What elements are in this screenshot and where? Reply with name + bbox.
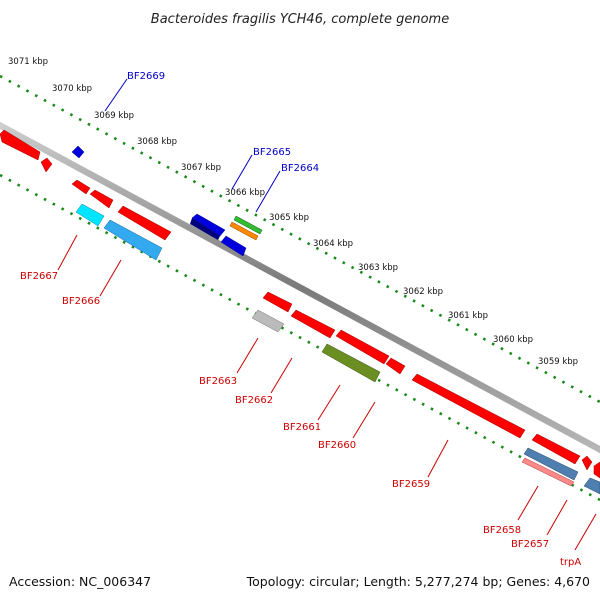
features-upper-strand bbox=[71, 145, 263, 241]
gene-feature[interactable] bbox=[191, 213, 226, 237]
gene-feature[interactable] bbox=[411, 373, 526, 439]
gene-feature[interactable] bbox=[229, 221, 259, 241]
gene-label-bf2659[interactable]: BF2659 bbox=[392, 479, 430, 490]
inner-scale-track bbox=[0, 173, 600, 502]
kbp-label: 3067 kbp bbox=[181, 163, 221, 173]
gene-feature[interactable] bbox=[117, 205, 172, 241]
kbp-label: 3068 kbp bbox=[137, 137, 177, 147]
kbp-label: 3065 kbp bbox=[269, 213, 309, 223]
gene-label-bf2658[interactable]: BF2658 bbox=[483, 525, 521, 536]
features-lower-strand bbox=[75, 203, 600, 495]
kbp-label: 3059 kbp bbox=[538, 357, 578, 367]
kbp-scale-labels: 3071 kbp 3070 kbp 3069 kbp 3068 kbp 3067… bbox=[8, 57, 578, 367]
kbp-label: 3062 kbp bbox=[403, 287, 443, 297]
gene-feature[interactable] bbox=[593, 461, 600, 479]
gene-feature[interactable] bbox=[40, 157, 53, 173]
gene-labels-upper: BF2669 BF2665 BF2664 bbox=[127, 71, 319, 174]
gene-feature[interactable] bbox=[71, 145, 85, 159]
gene-feature[interactable] bbox=[190, 218, 220, 240]
kbp-label: 3064 kbp bbox=[313, 239, 353, 249]
gene-label-bf2660[interactable]: BF2660 bbox=[318, 440, 356, 451]
accession-text: Accession: NC_006347 bbox=[9, 574, 151, 589]
gene-label-bf2666[interactable]: BF2666 bbox=[62, 296, 100, 307]
gene-feature[interactable] bbox=[0, 129, 41, 161]
genome-backbone bbox=[0, 121, 600, 454]
kbp-label: 3060 kbp bbox=[493, 335, 533, 345]
gene-feature[interactable] bbox=[335, 329, 390, 365]
gene-feature[interactable] bbox=[251, 309, 285, 333]
kbp-label: 3070 kbp bbox=[52, 84, 92, 94]
genome-summary-text: Topology: circular; Length: 5,277,274 bp… bbox=[246, 574, 590, 589]
gene-feature[interactable] bbox=[321, 343, 381, 383]
gene-label-bf2664[interactable]: BF2664 bbox=[281, 163, 319, 174]
gene-feature[interactable] bbox=[521, 457, 575, 487]
gene-feature[interactable] bbox=[220, 235, 247, 257]
kbp-label: 3061 kbp bbox=[448, 311, 488, 321]
gene-label-bf2662[interactable]: BF2662 bbox=[235, 395, 273, 406]
gene-feature[interactable] bbox=[103, 219, 163, 261]
gene-feature[interactable] bbox=[71, 179, 91, 195]
gene-feature[interactable] bbox=[385, 357, 406, 375]
gene-label-bf2657[interactable]: BF2657 bbox=[511, 539, 549, 550]
gene-feature[interactable] bbox=[290, 309, 336, 339]
gene-label-bf2661[interactable]: BF2661 bbox=[283, 422, 321, 433]
map-title: Bacteroides fragilis YCH46, complete gen… bbox=[151, 12, 449, 27]
gene-label-bf2663[interactable]: BF2663 bbox=[199, 376, 237, 387]
kbp-label: 3063 kbp bbox=[358, 263, 398, 273]
outer-scale-track bbox=[0, 74, 600, 404]
kbp-label: 3071 kbp bbox=[8, 57, 48, 67]
kbp-label: 3066 kbp bbox=[225, 188, 265, 198]
gene-label-bf2665[interactable]: BF2665 bbox=[253, 147, 291, 158]
gene-label-trpa[interactable]: trpA bbox=[560, 557, 581, 568]
gene-labels-lower: BF2667 BF2666 BF2663 BF2662 BF2661 BF266… bbox=[20, 271, 581, 568]
gene-feature[interactable] bbox=[233, 215, 263, 235]
kbp-label: 3069 kbp bbox=[94, 111, 134, 121]
gene-feature[interactable] bbox=[583, 477, 600, 495]
gene-label-bf2669[interactable]: BF2669 bbox=[127, 71, 165, 82]
gene-feature[interactable] bbox=[581, 455, 593, 471]
lower-leader-lines bbox=[57, 234, 597, 551]
gene-feature[interactable] bbox=[75, 203, 105, 227]
upper-leader-lines bbox=[104, 78, 281, 213]
gene-feature[interactable] bbox=[89, 189, 114, 209]
gene-feature[interactable] bbox=[262, 291, 293, 313]
features-red-track bbox=[0, 129, 600, 479]
gene-feature[interactable] bbox=[523, 447, 579, 481]
gene-label-bf2667[interactable]: BF2667 bbox=[20, 271, 58, 282]
gene-feature[interactable] bbox=[531, 433, 581, 465]
